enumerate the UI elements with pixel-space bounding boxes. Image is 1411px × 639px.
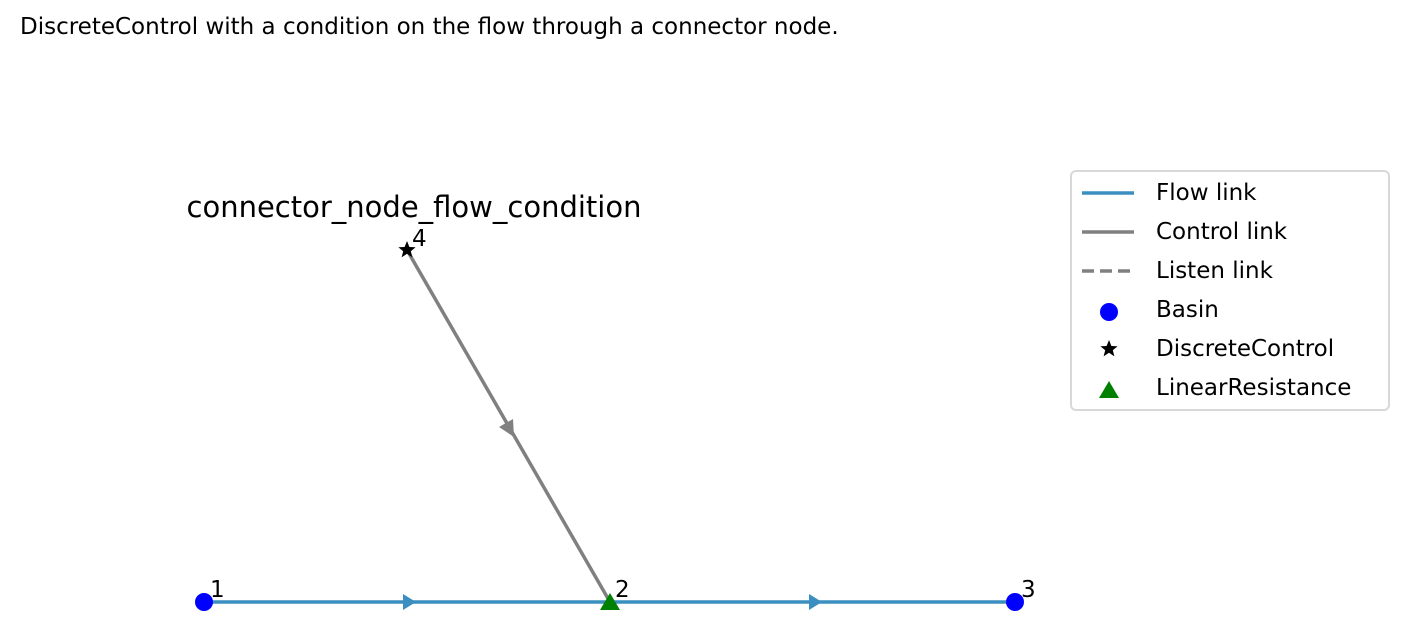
- node-label-3: 3: [1021, 577, 1036, 603]
- legend-item-linear-resistance: LinearResistance: [1072, 373, 1388, 403]
- flow-arrow-2-3-icon: [809, 594, 822, 610]
- diagram-title: connector_node_flow_condition: [187, 190, 642, 224]
- legend-label: LinearResistance: [1156, 375, 1352, 401]
- control-link-swatch-icon: [1082, 230, 1134, 234]
- control-arrow-4-2-icon: [499, 419, 514, 437]
- legend-item-basin: Basin: [1072, 295, 1388, 325]
- legend-label: Flow link: [1156, 180, 1257, 206]
- legend-item-control-link: Control link: [1072, 217, 1388, 247]
- basin-node-3-icon[interactable]: [1006, 593, 1024, 611]
- linear-resistance-swatch-icon: [1099, 381, 1119, 398]
- flow-link-swatch-icon: [1082, 191, 1134, 195]
- basin-swatch-icon: [1100, 303, 1118, 321]
- legend-item-discrete-control: DiscreteControl: [1072, 334, 1388, 364]
- listen-link-swatch-icon: [1082, 269, 1134, 273]
- node-label-4: 4: [412, 226, 427, 252]
- legend-label: DiscreteControl: [1156, 336, 1335, 362]
- legend-label: Listen link: [1156, 258, 1273, 284]
- linear-resistance-node-2-icon[interactable]: [600, 593, 620, 610]
- figure-caption: DiscreteControl with a condition on the …: [20, 14, 839, 40]
- legend-label: Control link: [1156, 219, 1288, 245]
- node-label-1: 1: [210, 577, 225, 603]
- legend-item-listen-link: Listen link: [1072, 256, 1388, 286]
- legend-item-flow-link: Flow link: [1072, 178, 1388, 208]
- flow-arrow-1-2-icon: [403, 594, 416, 610]
- legend: Flow link Control link Listen link Basin…: [1070, 170, 1390, 411]
- basin-node-1-icon[interactable]: [195, 593, 213, 611]
- discrete-control-swatch-icon: [1100, 340, 1118, 357]
- discrete-control-node-4-icon[interactable]: [398, 241, 416, 258]
- legend-label: Basin: [1156, 297, 1219, 323]
- node-label-2: 2: [615, 577, 630, 603]
